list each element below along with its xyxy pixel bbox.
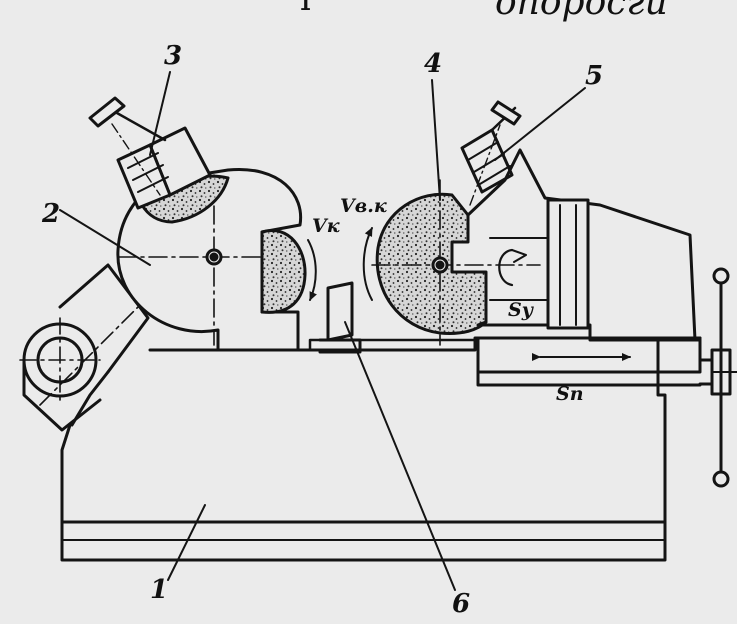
leader-2	[59, 209, 151, 266]
label-6: 6	[452, 589, 470, 619]
label-1: 1	[150, 575, 168, 605]
leader-1	[167, 504, 206, 581]
vbk-arrow	[362, 227, 373, 301]
symbol-vbk: Vв.к	[340, 195, 387, 217]
leader-3	[149, 71, 171, 156]
machine-bed	[60, 336, 702, 562]
leader-5	[494, 87, 586, 161]
table-slide	[476, 336, 702, 387]
symbol-sy: Sy	[508, 299, 535, 321]
label-4: 4	[424, 49, 442, 79]
workhead	[466, 148, 697, 342]
vk-arrow	[307, 239, 317, 301]
leader-6	[344, 321, 456, 591]
sy-arrow	[498, 248, 514, 287]
label-3: 3	[164, 41, 182, 71]
leader-4	[431, 79, 441, 201]
symbol-vk: Vк	[312, 215, 340, 237]
symbol-sp: Sп	[556, 383, 584, 405]
feed-handwheel[interactable]	[698, 267, 737, 488]
label-5: 5	[585, 61, 603, 91]
dresser-right	[460, 100, 522, 206]
header-fragment-left: г	[300, 0, 319, 19]
grinding-wheel-segment	[260, 229, 307, 314]
label-2: 2	[41, 199, 60, 229]
header-fragment: опоросги	[495, 0, 668, 23]
